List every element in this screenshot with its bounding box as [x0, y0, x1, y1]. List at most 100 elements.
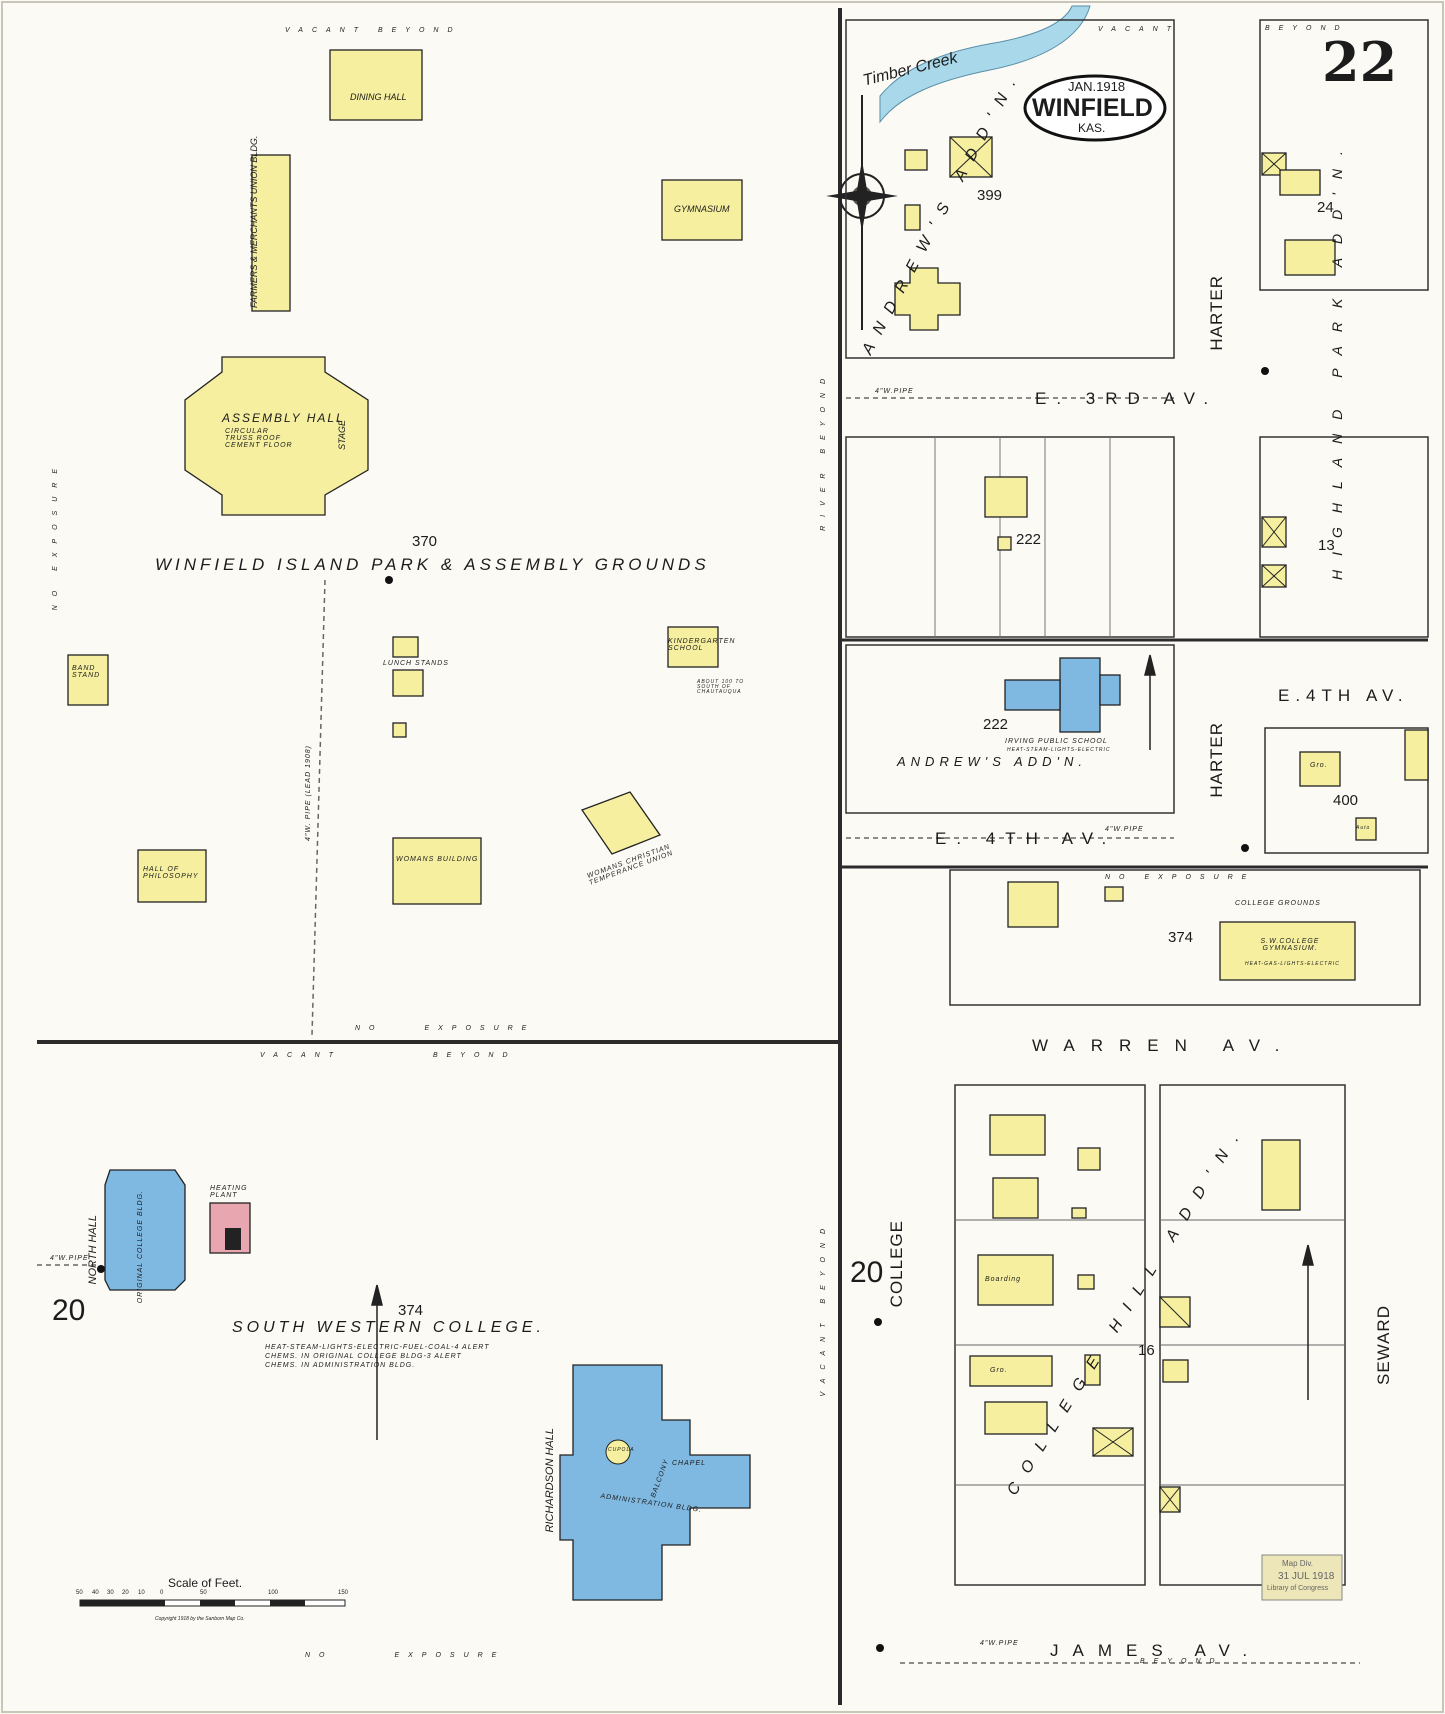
cartouche-city: WINFIELD — [1032, 94, 1153, 122]
college-notes: HEAT-STEAM-LIGHTS-ELECTRIC-FUEL-COAL-4 A… — [265, 1344, 490, 1370]
cartouche-date: JAN.1918 — [1068, 79, 1126, 94]
assembly-hall-label: ASSEMBLY HALL — [222, 411, 345, 425]
band-stand — [67, 654, 109, 706]
pipe-left: 4"W.PIPE — [50, 1255, 89, 1262]
block-399 — [845, 19, 1175, 359]
block-13: 13 — [1318, 537, 1335, 554]
timber-creek — [879, 5, 1091, 124]
no-exposure-mid: NO EXPOSURE — [355, 1025, 536, 1032]
lunch-stand-3 — [392, 722, 407, 738]
no-exposure-left: NO EXPOSURE — [52, 460, 59, 611]
street-seward: SEWARD — [1374, 1305, 1393, 1385]
scale-tick-1: 40 — [92, 1590, 99, 1596]
sheet-number: 22 — [1322, 30, 1398, 94]
college-grounds: COLLEGE GROUNDS — [1235, 900, 1321, 907]
scale-tick-6: 50 — [200, 1590, 207, 1596]
administration-bldg — [559, 1364, 751, 1601]
kindergarten-school — [667, 626, 719, 668]
vacant-beyond-right: VACANT BEYOND — [820, 1220, 827, 1397]
scale-title: Scale of Feet. — [168, 1576, 243, 1590]
scale-tick-4: 10 — [138, 1590, 145, 1596]
lunch-stand-2 — [392, 669, 424, 697]
scale-tick-5: 0 — [160, 1590, 164, 1596]
no-exposure-bottom: NO EXPOSURE — [305, 1652, 506, 1659]
street-harter-upper: HARTER — [1207, 275, 1226, 351]
block-222-upper: 222 — [1016, 531, 1042, 548]
street-james: JAMES AV. — [1050, 1641, 1262, 1660]
cartouche-state: KAS. — [1078, 121, 1106, 135]
park-title: WINFIELD ISLAND PARK & ASSEMBLY GROUNDS — [155, 555, 710, 574]
vacant-beyond-top: VACANT BEYOND — [285, 27, 462, 34]
womans-building — [392, 837, 482, 905]
assembly-hall — [184, 356, 369, 516]
stamp-line1: Map Div. — [1282, 1559, 1313, 1568]
stamp-line2: 31 JUL 1918 — [1278, 1571, 1335, 1582]
block-374-right: 374 — [1168, 929, 1194, 946]
boarding-label: Boarding — [985, 1276, 1022, 1283]
street-college: COLLEGE — [887, 1220, 906, 1308]
pipe-james: 4"W.PIPE — [980, 1640, 1019, 1647]
block-13 — [1259, 436, 1429, 638]
dining-hall — [329, 49, 423, 121]
block-222-lower — [845, 644, 1175, 814]
sheet-ref-20-left: 20 — [52, 1294, 86, 1327]
pipe-park: 4"W. PIPE (LEAD 1908) — [305, 745, 312, 841]
street-harter-lower: HARTER — [1207, 722, 1226, 798]
block-374-grounds — [949, 869, 1421, 1006]
assembly-note: CIRCULAR TRUSS ROOF CEMENT FLOOR — [225, 428, 293, 449]
irving-note: HEAT-STEAM-LIGHTS-ELECTRIC — [1007, 747, 1111, 753]
cupola-label: CUPOLA — [608, 1447, 635, 1453]
gro-label-2: Gro. — [1310, 762, 1328, 769]
block-16: 16 — [1138, 1342, 1155, 1359]
block-24: 24 — [1317, 199, 1334, 216]
farmers-bldg-label: FARMERS & MERCHANTS UNION BLDG. — [249, 135, 259, 308]
hall-philosophy-label: HALL OF PHILOSOPHY — [143, 866, 199, 880]
block-374-left: 374 — [398, 1302, 424, 1319]
chapel-label: CHAPEL — [672, 1460, 707, 1467]
scale-tick-7: 100 — [268, 1590, 279, 1596]
street-e4th-lower: E. 4TH AV. — [935, 829, 1117, 848]
sw-college-gymnasium — [1219, 921, 1356, 981]
block-24 — [1259, 19, 1429, 291]
gymnasium — [661, 179, 743, 241]
sw-gym-label: S.W.COLLEGE GYMNASIUM. — [1260, 938, 1320, 952]
dining-hall-label: DINING HALL — [350, 92, 407, 102]
kindergarten-label: KINDERGARTEN SCHOOL — [668, 638, 736, 652]
pipe-3rd: 4"W.PIPE — [875, 388, 914, 395]
block-370: 370 — [412, 533, 438, 550]
no-exposure-grounds: NO EXPOSURE — [1105, 874, 1256, 881]
street-warren: WARREN AV. — [1032, 1036, 1296, 1055]
gymnasium-label: GYMNASIUM — [674, 204, 730, 214]
college-title: SOUTH WESTERN COLLEGE. — [232, 1319, 545, 1336]
hall-of-philosophy — [137, 849, 207, 903]
street-e3rd: E. 3RD AV. — [1035, 389, 1219, 408]
cartouche-oval — [1023, 74, 1167, 142]
stamp-line3: Library of Congress — [1267, 1585, 1329, 1592]
auto-label: Auto — [1356, 825, 1371, 831]
sheet-ref-20-right: 20 — [850, 1256, 884, 1289]
stage-label: STAGE — [337, 420, 347, 450]
street-e4th-right: E.4TH AV. — [1278, 686, 1409, 705]
scale-tick-3: 20 — [122, 1590, 129, 1596]
vacant-beyond-mid: VACANT BEYOND — [260, 1052, 517, 1059]
lunch-stands-label: LUNCH STANDS — [383, 660, 449, 667]
library-stamp — [1261, 1554, 1343, 1601]
original-college-label: ORIGINAL COLLEGE BLDG. — [137, 1190, 144, 1304]
river-beyond: RIVER BEYOND — [820, 370, 827, 531]
north-arrow-icon — [371, 654, 1314, 1440]
block-college-hill-west — [954, 1084, 1146, 1586]
andrews-addn-lower: ANDREW'S ADD'N. — [897, 754, 1087, 769]
compass-rose-icon — [826, 95, 898, 330]
irving-school — [1059, 657, 1101, 733]
block-222-lower: 222 — [983, 716, 1009, 733]
sw-gym-note: HEAT-GAS-LIGHTS-ELECTRIC — [1245, 961, 1340, 967]
band-stand-label: BAND STAND — [72, 665, 101, 679]
farmers-merchants-bldg — [251, 154, 291, 312]
vacant-top-right: VACANT — [1098, 26, 1181, 33]
heating-plant-label: HEATING PLANT — [210, 1185, 248, 1199]
wctu-building — [580, 791, 662, 855]
block-400: 400 — [1333, 792, 1359, 809]
beyond-bottom: BEYOND — [1140, 1658, 1224, 1665]
